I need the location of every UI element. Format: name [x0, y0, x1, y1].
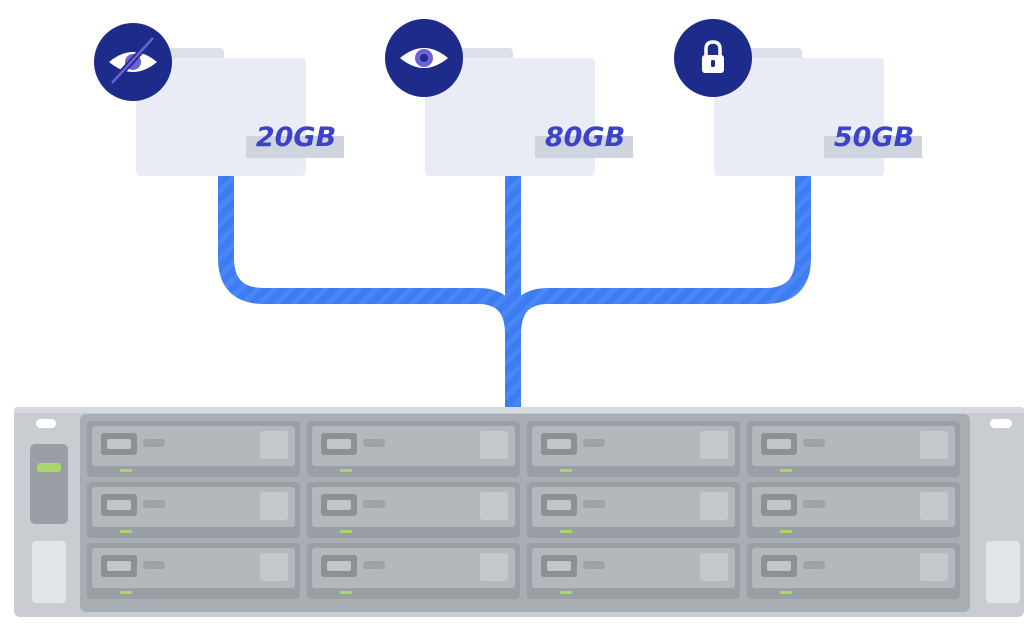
drive-handle — [480, 553, 508, 581]
pipe-left — [218, 170, 521, 335]
power-led — [37, 463, 61, 472]
drive-tray-inner — [532, 487, 735, 527]
drive-tray — [87, 482, 300, 538]
folder-size-tab — [535, 136, 633, 158]
drive-latch-slot — [107, 500, 131, 510]
drive-vent — [143, 439, 165, 447]
drive-tray-inner — [92, 548, 295, 588]
drive-latch-slot — [327, 561, 351, 571]
drive-vent — [143, 500, 165, 508]
drive-latch-slot — [547, 439, 571, 449]
drive-activity-led — [120, 530, 132, 533]
drive-tray — [307, 543, 520, 599]
drive-tray-inner — [752, 487, 955, 527]
rack-handle-left — [32, 541, 66, 603]
lock-icon — [674, 19, 752, 97]
drive-tray-inner — [312, 548, 515, 588]
drive-vent — [803, 439, 825, 447]
drive-activity-led — [780, 591, 792, 594]
drive-activity-led — [340, 530, 352, 533]
drive-tray — [307, 421, 520, 477]
rack-ear-hole-left — [36, 419, 56, 428]
drive-handle — [480, 492, 508, 520]
server-frame-highlight — [14, 407, 1024, 413]
drive-activity-led — [340, 469, 352, 472]
drive-latch-slot — [767, 561, 791, 571]
drive-tray — [747, 421, 960, 477]
drive-activity-led — [120, 469, 132, 472]
drive-handle — [260, 553, 288, 581]
drive-activity-led — [560, 530, 572, 533]
folder-size-label: 80GB — [545, 122, 625, 153]
drive-activity-led — [560, 591, 572, 594]
drive-latch-slot — [327, 500, 351, 510]
connector-pipes — [218, 170, 811, 410]
drive-tray-inner — [752, 426, 955, 466]
drive-tray — [747, 482, 960, 538]
eye-slash-icon — [94, 23, 172, 101]
drive-activity-led — [560, 469, 572, 472]
drive-tray-inner — [752, 548, 955, 588]
drive-vent — [803, 561, 825, 569]
drive-tray-inner — [532, 548, 735, 588]
drive-tray-inner — [92, 487, 295, 527]
drive-vent — [583, 500, 605, 508]
drive-handle — [260, 431, 288, 459]
drive-vent — [363, 439, 385, 447]
folder-size-tab — [824, 136, 922, 158]
drive-tray — [87, 543, 300, 599]
drive-bays — [87, 421, 960, 599]
folder-20gb: 20GB — [94, 23, 344, 176]
drive-handle — [700, 492, 728, 520]
drive-latch-slot — [547, 561, 571, 571]
folder-size-label: 50GB — [834, 122, 914, 153]
drive-latch-slot — [767, 439, 791, 449]
drive-activity-led — [340, 591, 352, 594]
drive-handle — [700, 553, 728, 581]
drive-latch-slot — [327, 439, 351, 449]
drive-vent — [803, 500, 825, 508]
drive-tray — [307, 482, 520, 538]
drive-latch-slot — [107, 439, 131, 449]
drive-vent — [583, 561, 605, 569]
folder-size-label: 20GB — [256, 122, 336, 153]
drive-vent — [143, 561, 165, 569]
folder-80gb: 80GB — [385, 19, 633, 176]
drive-latch-slot — [767, 500, 791, 510]
drive-latch-slot — [547, 500, 571, 510]
drive-tray-inner — [312, 487, 515, 527]
drive-handle — [480, 431, 508, 459]
drive-tray — [87, 421, 300, 477]
drive-handle — [260, 492, 288, 520]
drive-activity-led — [780, 469, 792, 472]
drive-tray-inner — [92, 426, 295, 466]
pipe-right — [505, 170, 811, 335]
rack-ear-hole-right — [990, 419, 1012, 428]
drive-activity-led — [780, 530, 792, 533]
folder-50gb: 50GB — [674, 19, 922, 176]
drive-handle — [920, 492, 948, 520]
control-module — [30, 444, 68, 524]
drive-handle — [700, 431, 728, 459]
rack-handle-right — [986, 541, 1020, 603]
folder-size-tab — [246, 136, 344, 158]
drive-tray-inner — [312, 426, 515, 466]
drive-activity-led — [120, 591, 132, 594]
eye-icon — [385, 19, 463, 97]
drive-tray — [527, 543, 740, 599]
drive-tray — [747, 543, 960, 599]
drive-vent — [363, 561, 385, 569]
drive-vent — [583, 439, 605, 447]
drive-handle — [920, 553, 948, 581]
drive-tray — [527, 421, 740, 477]
drive-vent — [363, 500, 385, 508]
drive-tray-inner — [532, 426, 735, 466]
drive-latch-slot — [107, 561, 131, 571]
server-chassis — [14, 407, 1024, 617]
drive-tray — [527, 482, 740, 538]
drive-handle — [920, 431, 948, 459]
